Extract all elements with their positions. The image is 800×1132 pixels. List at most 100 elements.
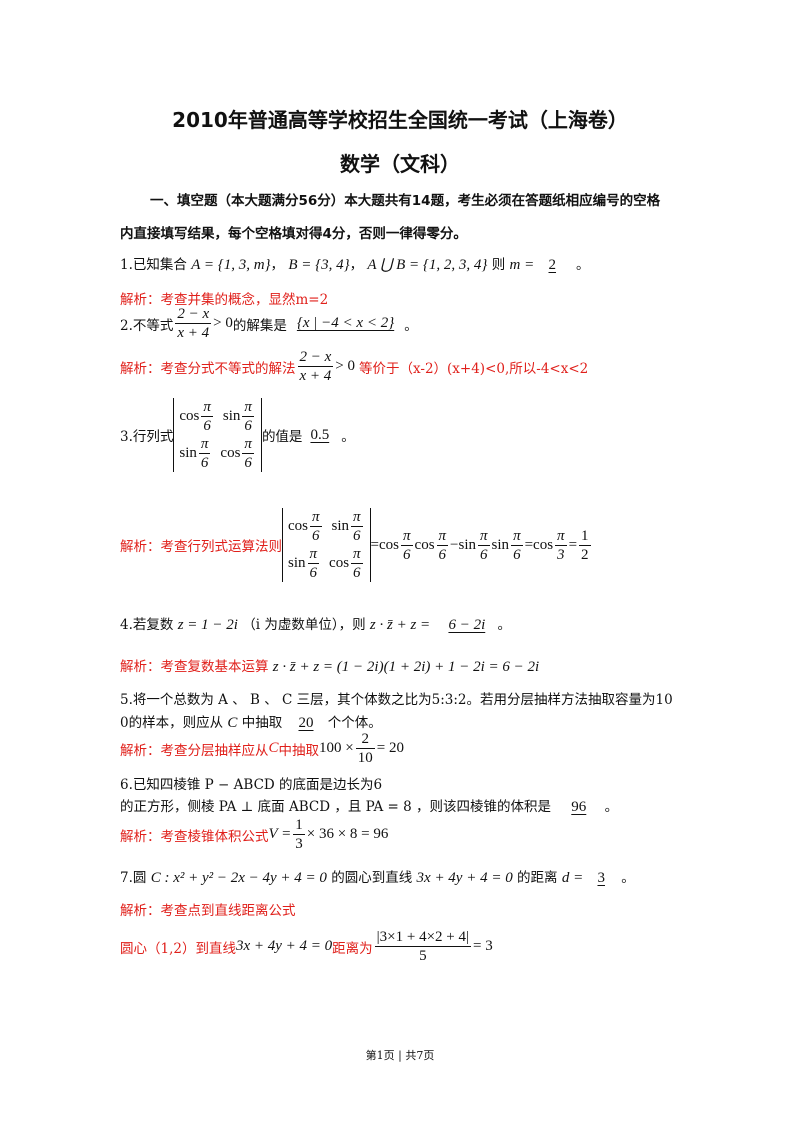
q3-r1c1-pi: π — [201, 399, 213, 417]
q3-eq-2: = — [524, 536, 534, 553]
q3-r2c1-pi: π — [198, 436, 211, 454]
q3-exp-cos-3: cos — [533, 536, 554, 553]
question-1: 1.已知集合 A = {1, 3, m}， B = {3, 4}， A ⋃ B … — [120, 257, 590, 273]
q7-line: 3x + 4y + 4 = 0 — [416, 870, 513, 886]
q1-then: 则 — [491, 257, 506, 273]
q3-exp-cos-1: cos — [379, 536, 400, 553]
q3-r2c1-six: 6 — [200, 455, 209, 471]
q3-a-r2c2-pi: π — [351, 546, 363, 564]
q3-analysis-prefix: 解析：考查行列式运算法则 — [120, 539, 282, 555]
q3-exp-pi-3: π — [478, 527, 490, 546]
q6-analysis-rest: × 36 × 8 = 96 — [306, 826, 389, 842]
q3-r1c1: cos — [179, 407, 200, 424]
q6-analysis-prefix: 解析：考查棱锥体积公式 — [120, 828, 269, 845]
q5-line2-c: C — [227, 715, 238, 731]
q3-r1c1-six: 6 — [203, 418, 211, 434]
page-title: 2010年普通高等学校招生全国统一考试（上海卷） — [172, 108, 628, 132]
q1-end: 。 — [576, 257, 590, 273]
q3-exp-six-3: 6 — [480, 546, 488, 563]
q4-z-def: z = 1 − 2i — [177, 617, 238, 633]
q7-analysis2-mid: 距离为 — [332, 940, 373, 957]
q2-end: 。 — [404, 317, 418, 334]
q5-analysis-prefix: 解析：考查分层抽样应从 — [120, 742, 269, 759]
q7-end: 。 — [621, 870, 635, 886]
q1-m-eq: m = — [509, 257, 535, 273]
q2-analysis-fraction: 2 − x x + 4 — [297, 348, 334, 385]
q2-analysis-denominator: x + 4 — [299, 368, 332, 384]
q3-a-r1c1-pi: π — [310, 509, 322, 527]
q3-eq-3: = — [568, 536, 578, 553]
q5-answer: 20 — [298, 715, 314, 731]
q1-prefix: 1.已知集合 — [120, 257, 187, 273]
q1-union: A ⋃ B = {1, 2, 3, 4} — [367, 257, 488, 273]
q3-exp-two: 2 — [581, 546, 589, 563]
q3-r2c2-pi: π — [242, 436, 254, 454]
q6-line2: 的正方形，侧棱 PA ⊥ 底面 ABCD ，且 PA = 8 ，则该四棱锥的体积… — [120, 799, 551, 815]
section-header-line2: 内直接填写结果，每个空格填对得4分，否则一律得零分。 — [120, 226, 467, 242]
q4-prefix: 4.若复数 — [120, 617, 174, 633]
q3-a-r2c1: sin — [288, 554, 306, 571]
q7-d-eq: d = — [561, 870, 584, 886]
q7-analysis2-line: 3x + 4y + 4 = 0 — [235, 938, 333, 954]
q4-analysis: 解析：考查复数基本运算 z · z̄ + z = (1 − 2i)(1 + 2i… — [120, 655, 539, 676]
q3-exp-six-4: 6 — [513, 546, 521, 563]
q4-answer: 6 − 2i — [448, 617, 486, 633]
q7-mid: 的圆心到直线 — [331, 870, 413, 886]
q3-r1c2-pi: π — [242, 399, 254, 417]
q3-exp-pi-2: π — [436, 527, 449, 546]
q4-end: 。 — [497, 617, 512, 633]
q3-r2c2: cos — [220, 444, 241, 461]
q7-analysis2-den: 5 — [419, 948, 427, 964]
q7-analysis2-prefix: 圆心（1,2）到直线 — [120, 940, 236, 957]
q3-r2c2-six: 6 — [244, 455, 252, 471]
q3-prefix: 3.行列式 — [120, 429, 174, 445]
q3-a-r2c1-six: 6 — [309, 565, 318, 581]
q3-answer: 0.5 — [310, 426, 330, 443]
q2-analysis-numerator: 2 − x — [297, 349, 334, 367]
q3-exp-three: 3 — [557, 546, 565, 563]
question-5: 0的样本，则应从 C 中抽取 20 个个体。 — [120, 711, 382, 732]
q3-r1c2-six: 6 — [244, 418, 252, 434]
q4-paren: （i 为虚数单位），则 — [242, 617, 366, 633]
q3-mid: 的值是 — [261, 429, 303, 445]
q3-exp-sin-2: sin — [491, 536, 510, 553]
q7-circle: C : x² + y² − 2x − 4y + 4 = 0 — [150, 870, 327, 886]
q4-analysis-prefix: 解析：考查复数基本运算 — [120, 659, 269, 675]
q5-line2-b: 中抽取 — [241, 715, 283, 731]
q6-line-1: 6.已知四棱锥 P − ABCD 的底面是边长为6 — [120, 777, 383, 793]
q3-a-r2c2: cos — [329, 554, 350, 571]
q3-r2c1: sin — [179, 444, 197, 461]
q2-gt: > 0 — [213, 315, 233, 331]
q3-exp-cos-2: cos — [414, 536, 435, 553]
q6-analysis-v: V = — [268, 826, 292, 842]
q3-r1c2: sin — [222, 407, 241, 424]
q3-exp-pi-5: π — [555, 527, 567, 546]
q5-line2-end: 个个体。 — [327, 715, 382, 731]
q2-prefix: 2.不等式 — [120, 317, 174, 334]
q7-answer: 3 — [597, 870, 605, 886]
q7-mid2: 的距离 — [517, 870, 558, 886]
q2-analysis-suffix: 等价于（x-2）(x+4)<0,所以-4<x<2 — [359, 360, 589, 377]
q2-denominator: x + 4 — [177, 325, 210, 341]
q3-a-r1c2: sin — [331, 517, 350, 534]
q3-exp-six-2: 6 — [438, 546, 447, 563]
q6-end: 。 — [604, 799, 619, 815]
q3-exp-sin-1: sin — [458, 536, 477, 553]
q6-analysis-den: 3 — [295, 836, 303, 852]
q3-a-r1c2-six: 6 — [353, 528, 361, 544]
page-footer: 第1页 | 共7页 — [365, 1049, 435, 1062]
q3-exp-minus: − — [450, 536, 459, 553]
q2-mid: 的解集是 — [232, 317, 287, 334]
q5-analysis-100: 100 × — [319, 740, 354, 756]
q4-analysis-math: z · z̄ + z = (1 − 2i)(1 + 2i) + 1 − 2i =… — [272, 659, 540, 675]
q1-answer: 2 — [548, 257, 557, 273]
question-7: 7.圆 C : x² + y² − 2x − 4y + 4 = 0 的圆心到直线… — [120, 866, 635, 887]
q5-line2-a: 0的样本，则应从 — [120, 715, 224, 731]
q4-expr: z · z̄ + z = — [369, 617, 431, 633]
q7-analysis2-res: = 3 — [473, 938, 493, 954]
